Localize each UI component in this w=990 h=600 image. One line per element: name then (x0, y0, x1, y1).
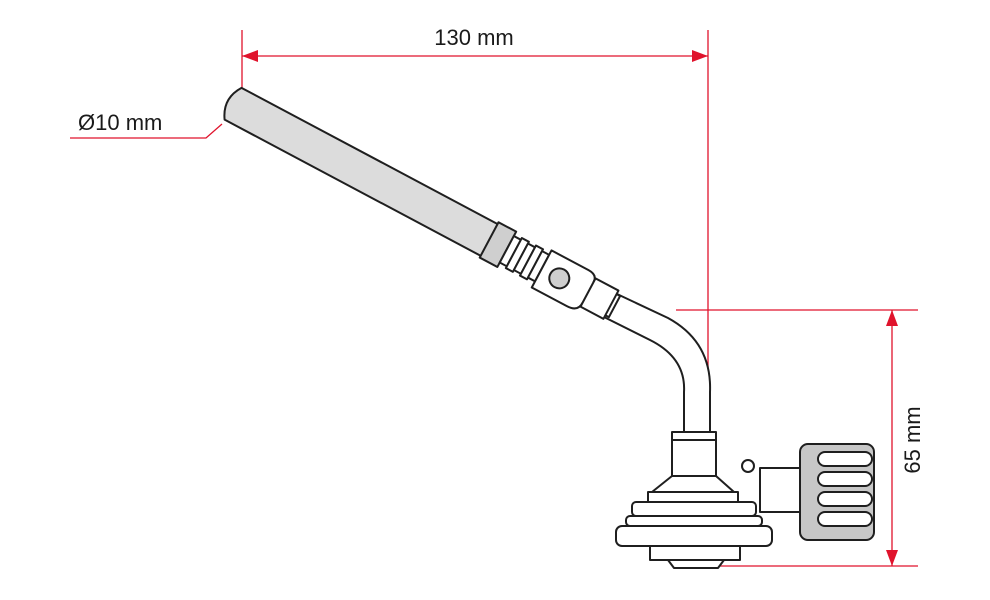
length-label: 130 mm (434, 25, 513, 50)
knob-pin (741, 459, 755, 473)
nozzle-barrel (223, 86, 501, 258)
knob-grip-2 (817, 471, 873, 487)
length-arrow-left (242, 50, 258, 62)
knob-grip-1 (817, 451, 873, 467)
valve-cone (651, 475, 735, 493)
diameter-leader-line (70, 123, 223, 139)
height-arrow-bottom (886, 550, 898, 566)
diameter-label: Ø10 mm (78, 110, 162, 135)
base-disc-middle (625, 515, 763, 527)
height-arrow-top (886, 310, 898, 326)
valve-cone-ring (647, 491, 739, 503)
torch (223, 86, 875, 569)
knob-grip-3 (817, 491, 873, 507)
knob-shaft (759, 467, 805, 513)
base-disc-upper (631, 501, 757, 517)
knob-grip-4 (817, 511, 873, 527)
nozzle-assembly (223, 86, 622, 320)
base-disc-lower (615, 525, 773, 547)
height-label: 65 mm (900, 406, 925, 473)
base-bottom (667, 559, 725, 569)
valve-neck (671, 431, 717, 477)
set-screw (548, 267, 571, 290)
connector-nut (579, 277, 620, 320)
base-stem (649, 545, 741, 561)
length-arrow-right (692, 50, 708, 62)
